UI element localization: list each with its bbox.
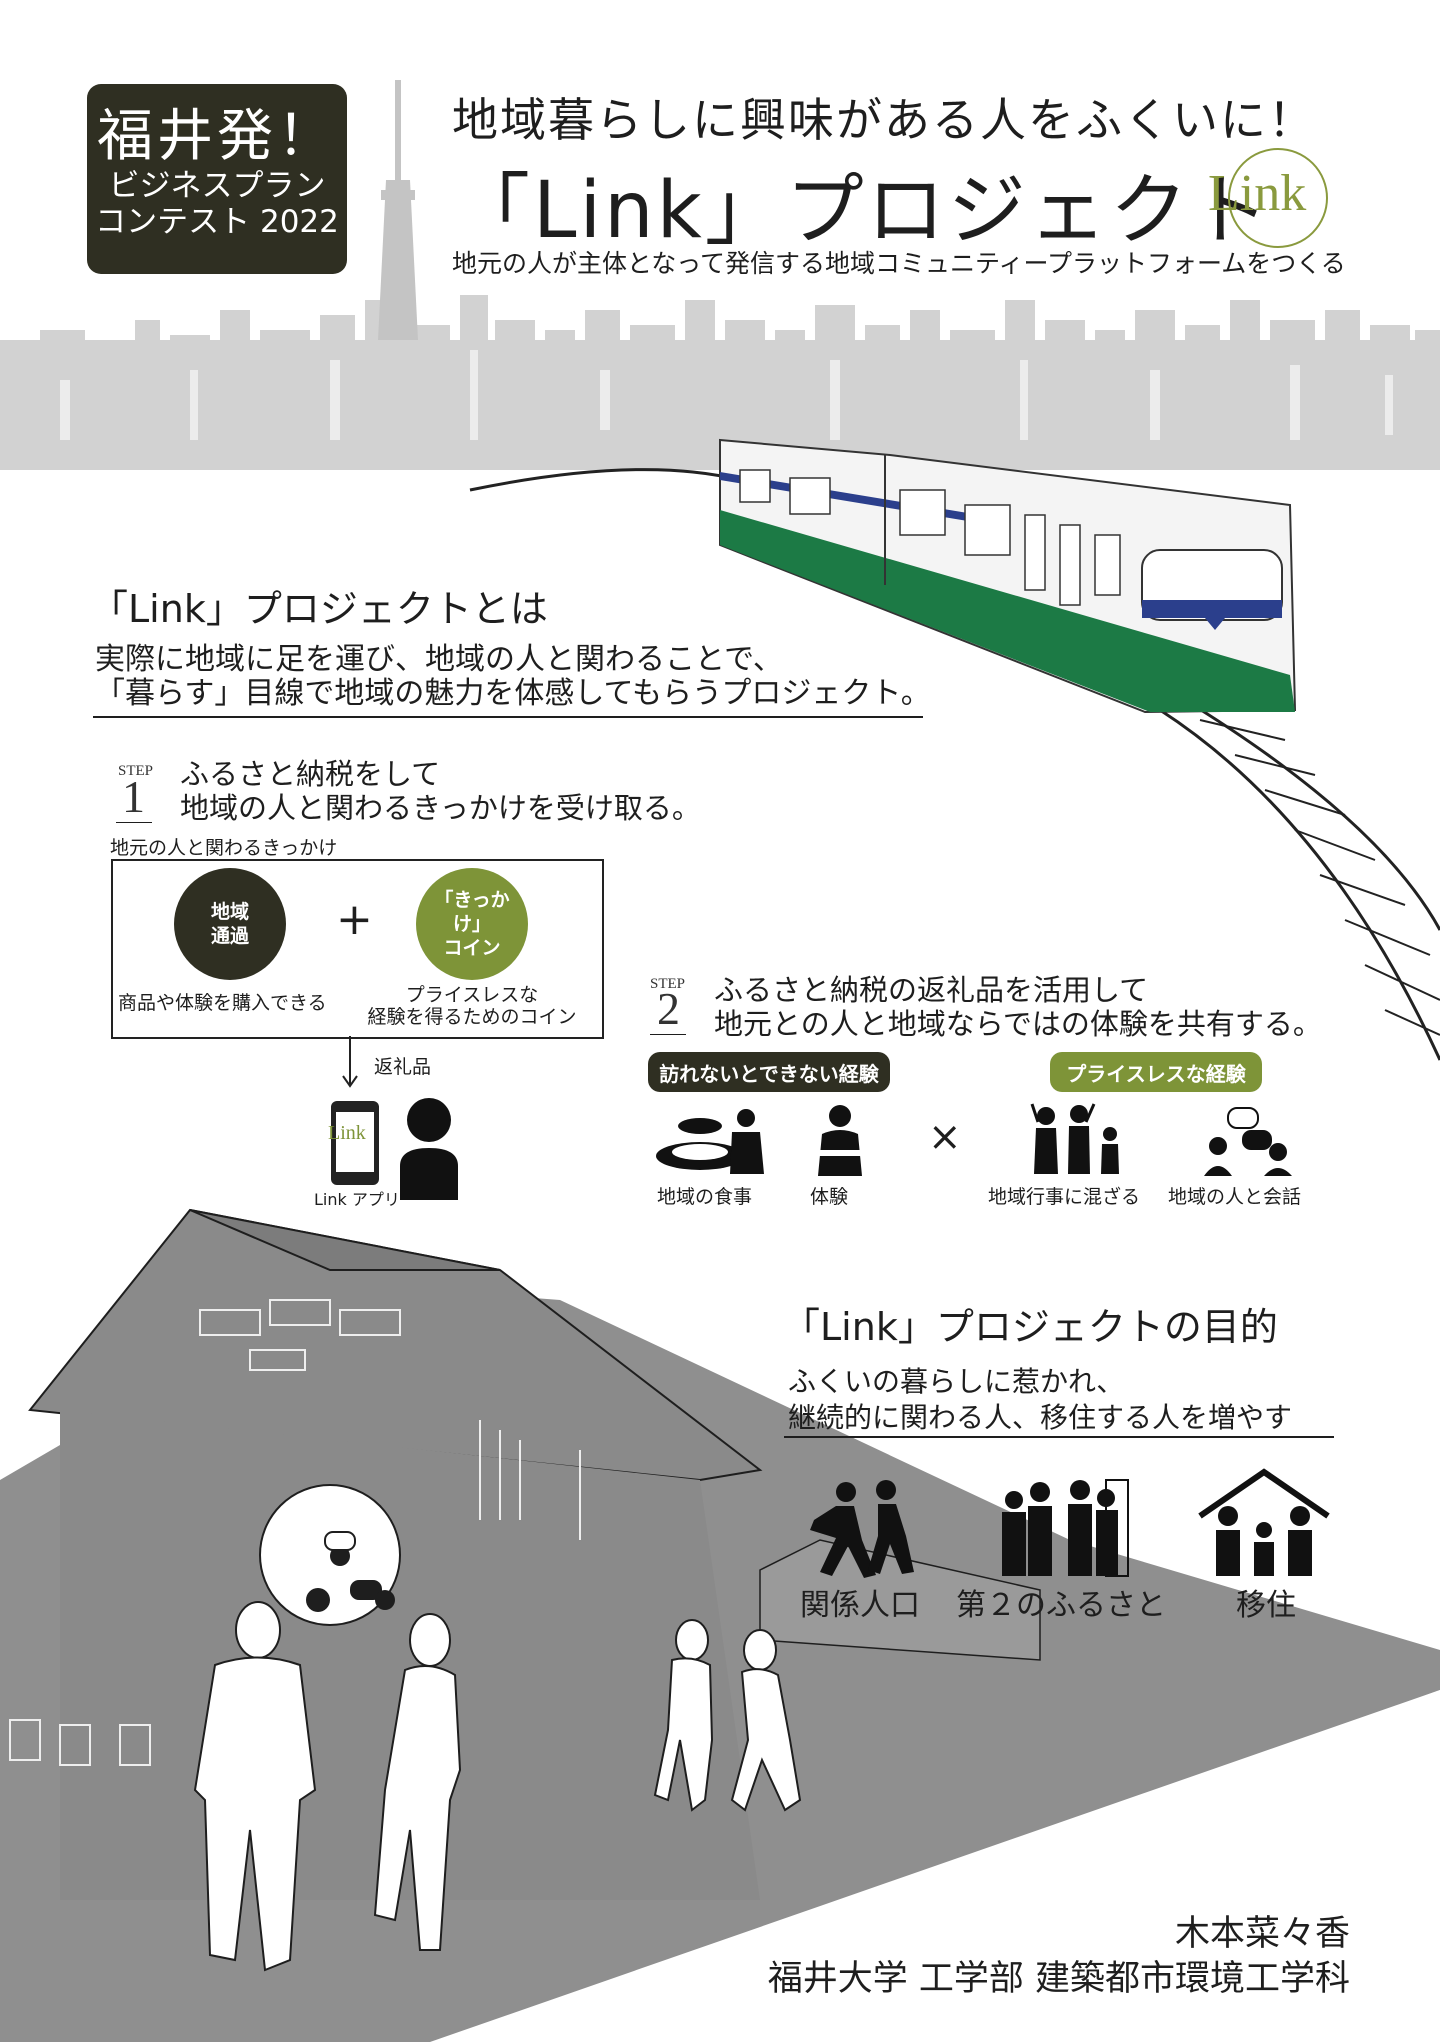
smartphone-icon — [331, 1101, 379, 1185]
local-event-icon — [1030, 1103, 1119, 1174]
people-sketch — [193, 1601, 802, 1972]
kikkake-coin-circle: 「きっかけ」 コイン — [416, 868, 528, 980]
page-title: 「Link」プロジェクト — [452, 166, 1272, 256]
about-line2: 「暮らす」目線で地域の魅力を体感してもらうプロジェクト。 — [95, 676, 931, 711]
step1-label: STEP — [118, 763, 154, 779]
local-currency-circle: 地域 通過 — [174, 868, 286, 980]
step1-line1: ふるさと納税をして — [180, 757, 441, 791]
purpose-line1: ふくいの暮らしに惹かれ、 — [788, 1365, 1125, 1398]
author-affiliation: 福井大学 工学部 建築都市環境工学科 — [767, 1959, 1350, 1999]
badge-line2: ビジネスプラン — [108, 168, 326, 204]
local-currency-label: 地域 通過 — [210, 901, 249, 947]
train — [719, 438, 1297, 714]
step2-label: STEP — [650, 976, 686, 992]
caption-local-meal: 地域の食事 — [657, 1186, 753, 1208]
step2-number: 2 — [657, 983, 680, 1034]
about-line1: 実際に地域に足を運び、地域の人と関わることで、 — [95, 642, 783, 677]
step1-box-title: 地元の人と関わるきっかけ — [110, 837, 338, 859]
caption-conversation: 地域の人と会話 — [1168, 1186, 1302, 1208]
page-subtitle: 地域暮らしに興味がある人をふくいに！ — [452, 93, 1316, 147]
purpose-underline — [784, 1436, 1334, 1438]
conversation-bubble — [259, 1484, 401, 1626]
badge-line3: コンテスト 2022 — [95, 204, 339, 240]
road-surface — [480, 1690, 1440, 2042]
pill-priceless-experience: プライスレスな経験 — [1050, 1052, 1262, 1092]
step2-line1: ふるさと納税の返礼品を活用して — [714, 973, 1149, 1007]
about-underline — [93, 716, 923, 718]
step2-number-underline — [650, 1034, 686, 1035]
coin-caption-line1: プライスレスな — [405, 984, 539, 1006]
link-logo: Link — [1208, 165, 1307, 222]
return-gift-label: 返礼品 — [374, 1056, 432, 1078]
purpose-line2: 継続的に関わる人、移住する人を増やす — [788, 1401, 1293, 1434]
caption-second-hometown: 第２のふるさと — [956, 1588, 1166, 1623]
plus-sign: + — [336, 894, 373, 945]
link-logo-ring — [1228, 148, 1328, 248]
caption-migration: 移住 — [1236, 1588, 1296, 1623]
kikkake-coin-label: 「きっかけ」 コイン — [434, 889, 510, 959]
local-meal-icon — [656, 1109, 764, 1174]
contest-badge: 福井発！ ビジネスプラン コンテスト 2022 — [87, 84, 347, 274]
sky-tower — [378, 80, 418, 340]
conversation-icon — [1204, 1107, 1292, 1176]
author-name: 木本菜々香 — [1174, 1914, 1350, 1954]
caption-experience: 体験 — [810, 1186, 849, 1208]
link-app-label: Link アプリ — [314, 1190, 400, 1209]
caption-related-population: 関係人口 — [800, 1588, 920, 1623]
step1-box — [111, 859, 604, 1039]
step1-number-underline — [116, 822, 152, 823]
person-icon — [400, 1098, 458, 1200]
second-hometown-icon — [1002, 1479, 1129, 1577]
times-sign: × — [928, 1114, 962, 1160]
migration-house-icon — [1198, 1468, 1330, 1576]
step1-number: 1 — [122, 771, 145, 822]
caption-local-event: 地域行事に混ざる — [988, 1186, 1141, 1208]
skyline-windows — [60, 350, 1393, 440]
coin-caption-line2: 経験を得るためのコイン — [367, 1006, 577, 1028]
currency-caption: 商品や体験を購入できる — [118, 992, 327, 1014]
purpose-heading: 「Link」プロジェクトの目的 — [782, 1305, 1278, 1349]
step2-line2: 地元との人と地域ならではの体験を共有する。 — [714, 1007, 1322, 1041]
down-arrow-icon — [342, 1036, 358, 1088]
step1-line2: 地域の人と関わるきっかけを受け取る。 — [180, 791, 701, 825]
tagline: 地元の人が主体となって発信する地域コミュニティープラットフォームをつくる — [452, 249, 1346, 278]
hill — [0, 470, 720, 478]
phone-logo: Link — [328, 1122, 366, 1144]
rail-track — [469, 468, 1440, 1061]
about-heading: 「Link」プロジェクトとは — [90, 587, 548, 631]
experience-icon — [816, 1105, 864, 1176]
pill-local-experience: 訪れないとできない経験 — [648, 1052, 890, 1092]
related-population-icon — [810, 1480, 914, 1578]
badge-line1: 福井発！ — [97, 104, 337, 169]
